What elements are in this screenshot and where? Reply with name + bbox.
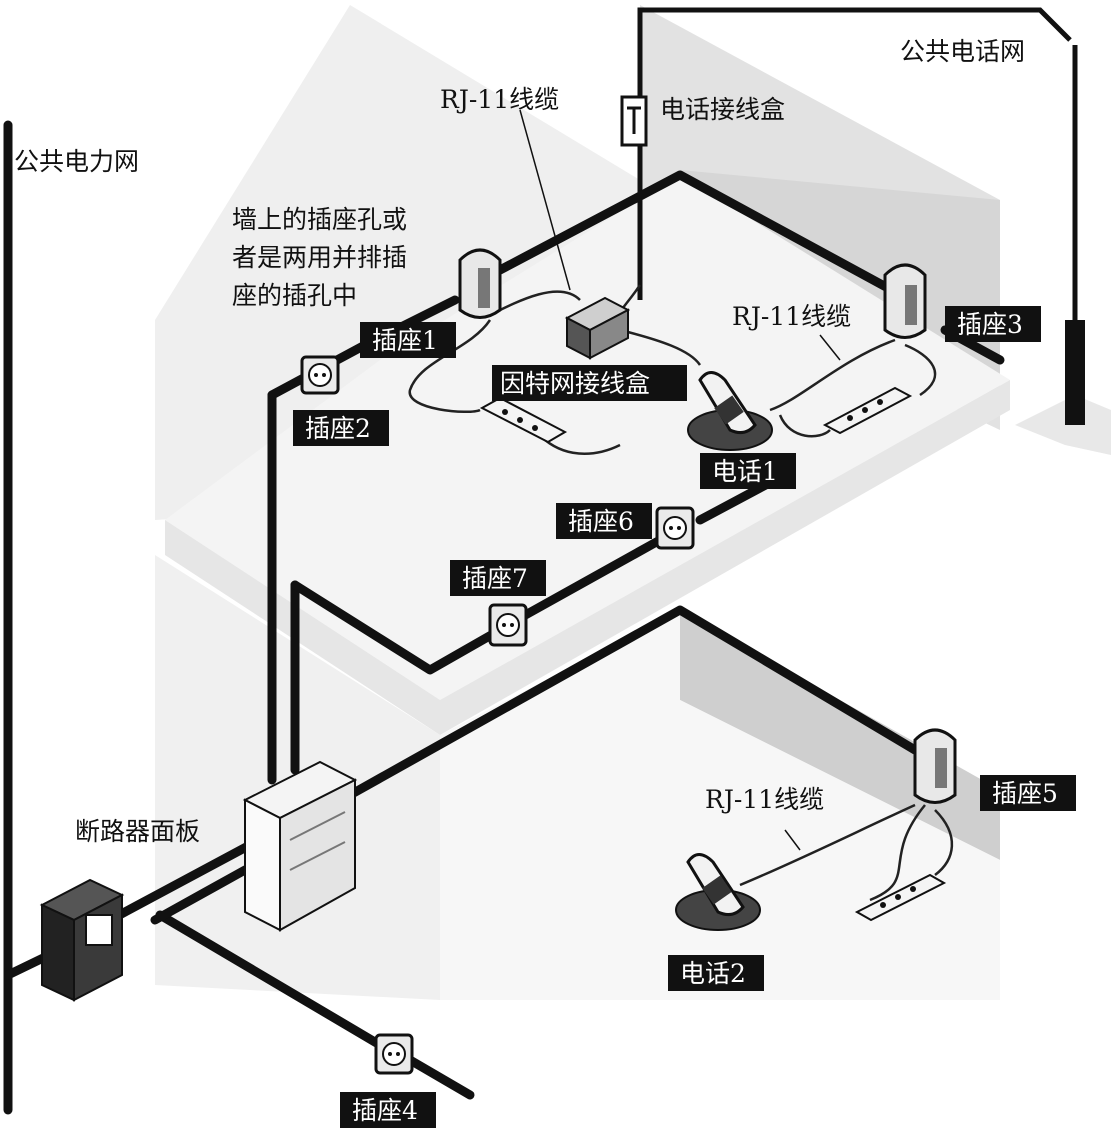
- powerline-adapter-1-icon: [458, 248, 502, 319]
- socket-1-tag: 插座1: [360, 322, 456, 358]
- socket-4-tag-text: 插座4: [352, 1096, 418, 1125]
- public-power-grid-label: 公共电力网: [14, 147, 139, 176]
- wall-outlet-2-icon: [300, 355, 340, 395]
- patch-cables: [408, 284, 954, 902]
- meter-box-icon: [39, 878, 125, 1002]
- phone-1-tag: 电话1: [700, 453, 796, 489]
- phone-1-tag-text: 电话1: [712, 457, 778, 486]
- wall-socket-note-line1: 墙上的插座孔或: [232, 205, 407, 234]
- wall-outlet-6-icon: [655, 506, 695, 550]
- socket-3-tag-text: 插座3: [957, 310, 1023, 339]
- socket-7-tag-text: 插座7: [462, 564, 528, 593]
- wall-socket-note-line2: 者是两用并排插: [232, 243, 407, 272]
- internet-junction-box-tag: 因特网接线盒: [492, 365, 687, 401]
- phone-junction-box-label: 电话接线盒: [660, 95, 785, 124]
- phone-2-tag-text: 电话2: [680, 959, 746, 988]
- lower-right-wall-face: [440, 610, 1000, 1000]
- telephone-2-icon: [675, 853, 761, 931]
- socket-4-tag: 插座4: [340, 1092, 436, 1128]
- breaker-panel-icon: [242, 760, 358, 932]
- phone-junction-box-icon: [620, 95, 648, 147]
- socket-3-tag: 插座3: [945, 306, 1041, 342]
- powerline-adapter-3-icon: [883, 263, 927, 339]
- power-strip-1-icon: [479, 396, 568, 444]
- phone-2-tag: 电话2: [668, 955, 764, 991]
- socket-5-tag-text: 插座5: [992, 779, 1058, 808]
- rj11-cable-right-label: RJ-11线缆: [732, 302, 851, 331]
- socket-7-tag: 插座7: [450, 560, 546, 596]
- devices: [39, 95, 957, 1075]
- rj11-cable-top-label: RJ-11线缆: [440, 85, 559, 114]
- rj11-cable-bottom-label: RJ-11线缆: [705, 785, 824, 814]
- breaker-panel-label: 断路器面板: [75, 817, 200, 846]
- wall-outlet-4-icon: [374, 1033, 414, 1075]
- socket-6-tag: 插座6: [556, 503, 652, 539]
- tag-labels: 插座1 插座2 插座3 因特网接线盒 电话1 插座6 插座7 插座5: [293, 306, 1076, 1128]
- power-strip-2-icon: [822, 386, 913, 435]
- telephone-1-icon: [687, 371, 773, 451]
- socket-1-tag-text: 插座1: [372, 326, 438, 355]
- wall-outlet-7-icon: [488, 603, 528, 647]
- upper-floor: [165, 175, 1010, 700]
- power-wiring: [3, 120, 1005, 1115]
- powerline-adapter-5-icon: [913, 728, 957, 804]
- outside-slab: [1015, 395, 1111, 455]
- text-labels: 公共电话网 公共电力网 电话接线盒 RJ-11线缆 RJ-11线缆 RJ-11线…: [14, 37, 1025, 846]
- power-strip-3-icon: [854, 873, 947, 922]
- wall-socket-note-line3: 座的插孔中: [232, 281, 357, 310]
- socket-2-tag-text: 插座2: [305, 414, 371, 443]
- internet-junction-box-icon: [564, 296, 631, 360]
- socket-2-tag: 插座2: [293, 410, 389, 446]
- socket-6-tag-text: 插座6: [568, 507, 634, 536]
- internet-junction-box-tag-text: 因特网接线盒: [500, 369, 650, 398]
- socket-5-tag: 插座5: [980, 775, 1076, 811]
- public-phone-network-label: 公共电话网: [900, 37, 1025, 66]
- callout-leaders: [519, 109, 841, 851]
- telephone-wiring: [637, 7, 1085, 425]
